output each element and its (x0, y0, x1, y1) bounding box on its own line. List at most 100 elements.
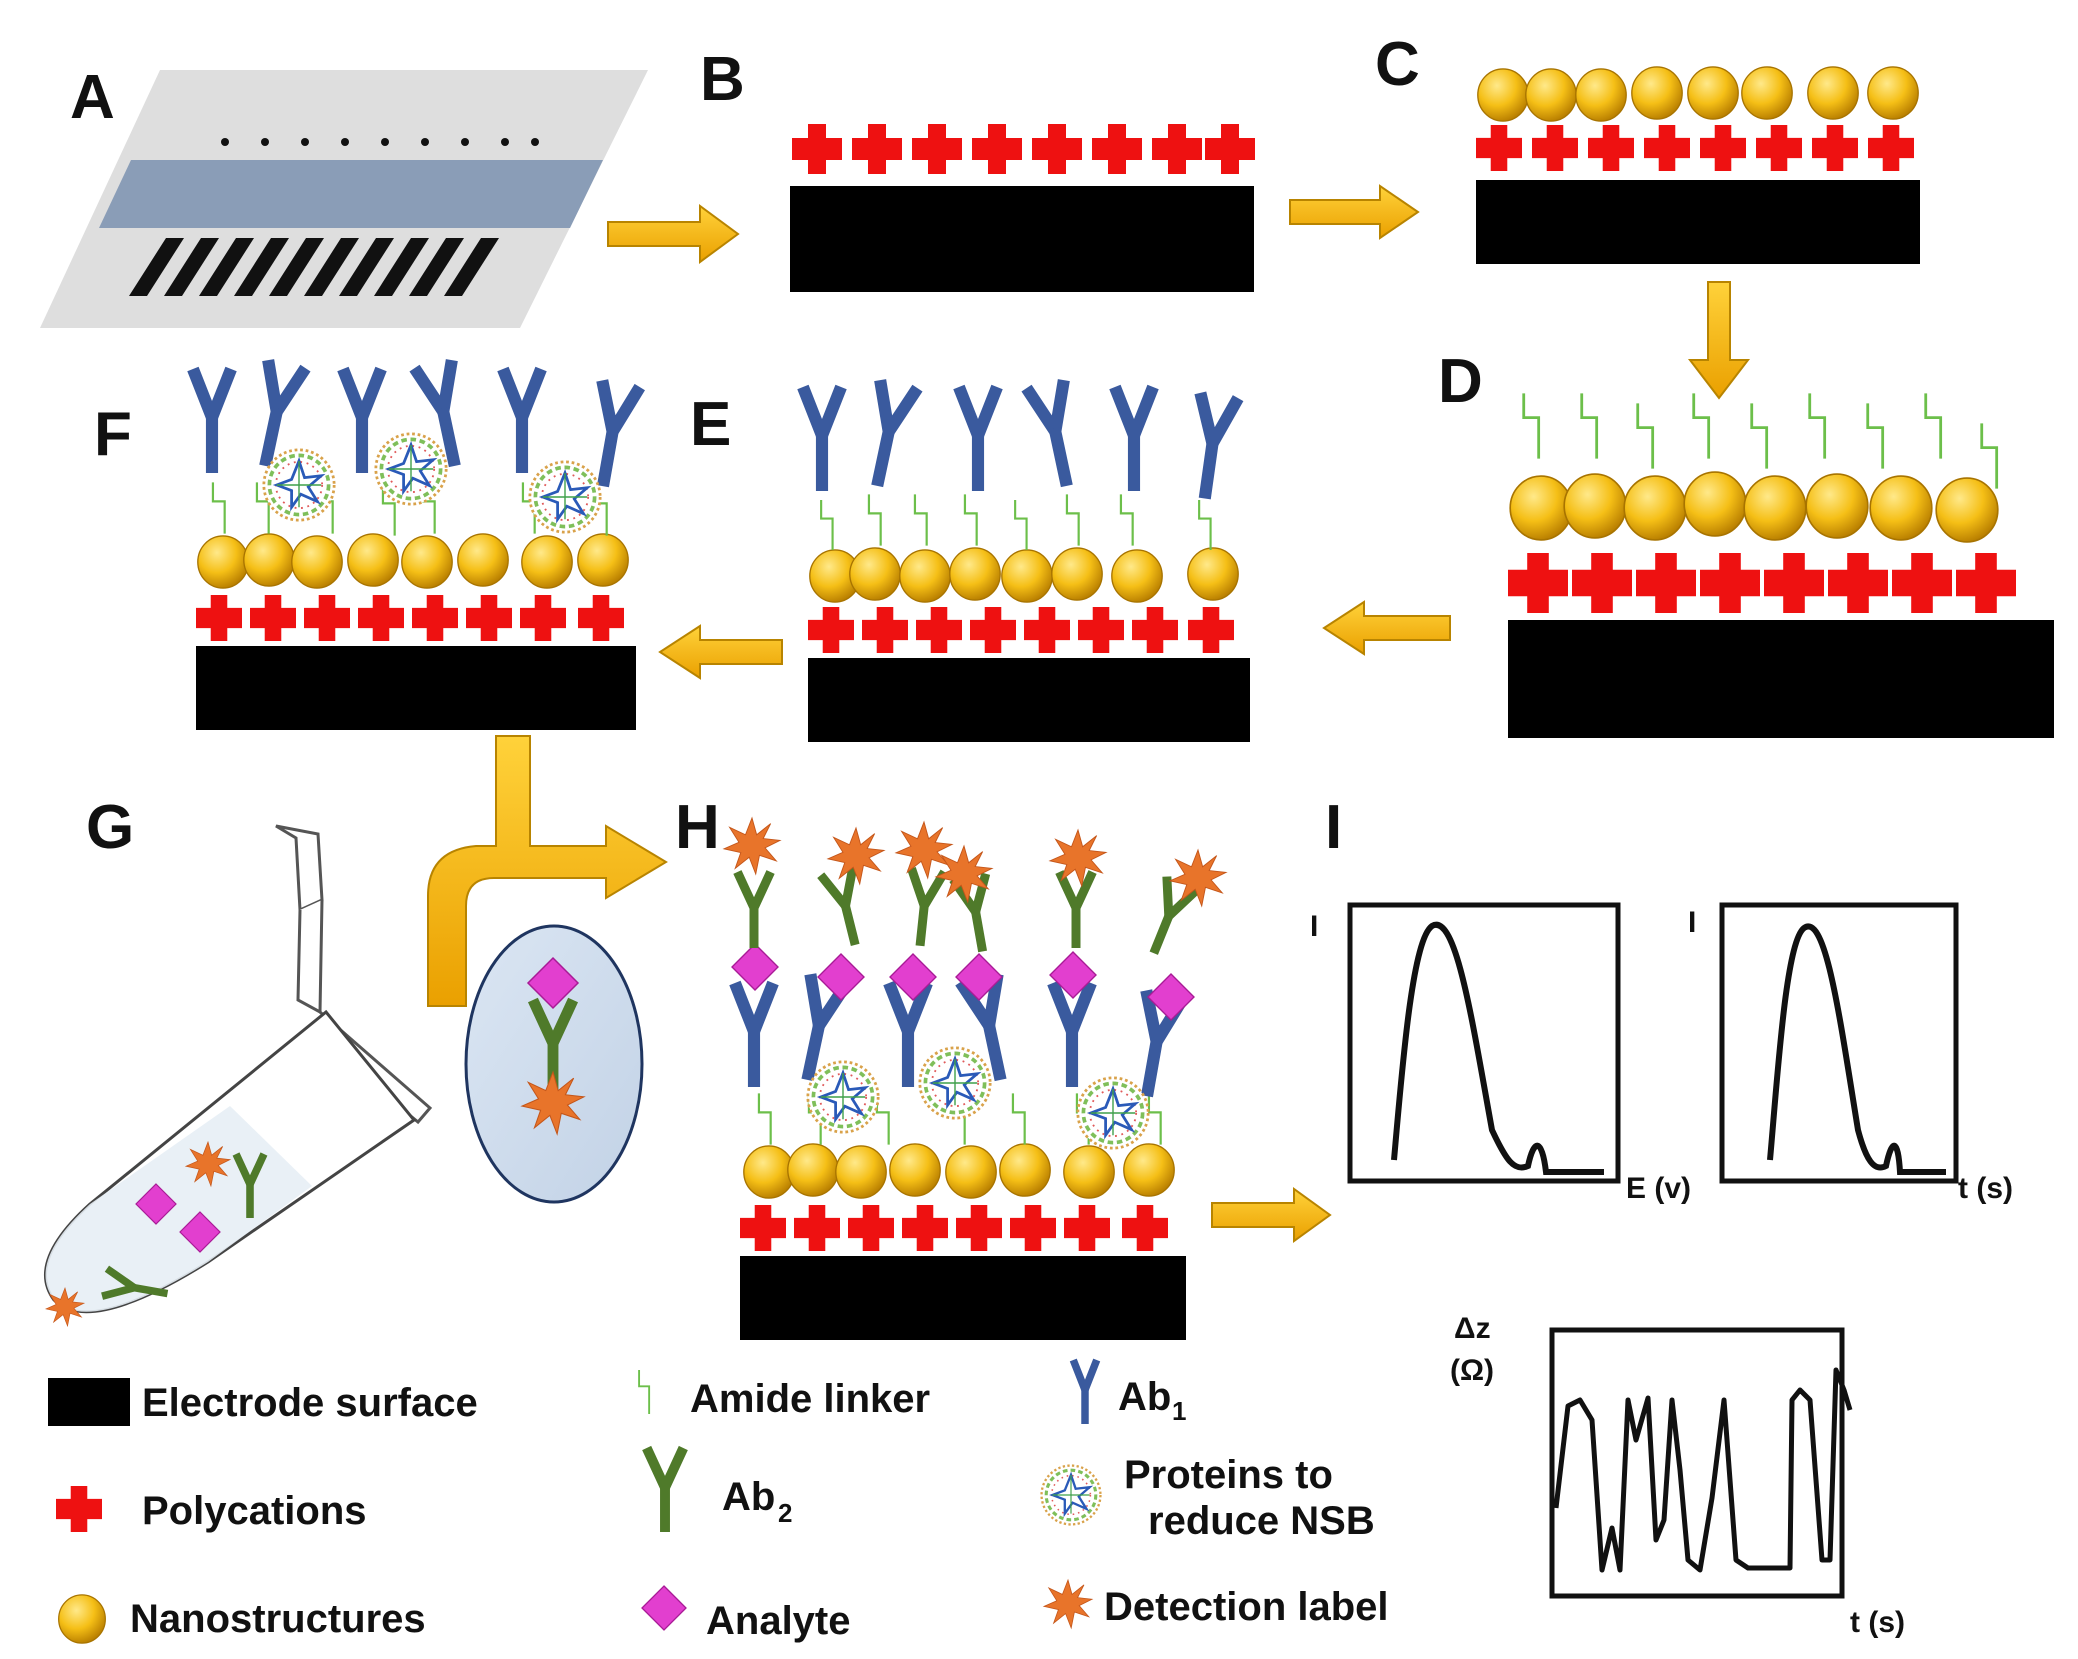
tube-liquid (45, 1106, 312, 1312)
panel-label-f: F (94, 400, 132, 469)
panel-label-e: E (690, 390, 731, 459)
panel-label-h: H (675, 793, 720, 862)
panel-d-amide-linker-layer: D (1438, 347, 2054, 738)
arrow-a-to-b (607, 204, 740, 264)
panel-c-nanostructure-layer: C (1375, 30, 1920, 264)
arrow-f-to-h (427, 735, 668, 1007)
impedance-plot: Δz (Ω) t (s) (1450, 1312, 1905, 1639)
panel-a-chip: A (40, 63, 648, 328)
legend-item-ab1: Ab 1 (1073, 1360, 1186, 1426)
legend-item-electrode: Electrode surface (48, 1378, 478, 1426)
legend-item-polycations: Polycations (56, 1486, 367, 1533)
legend-swatch-ab1 (1073, 1360, 1096, 1424)
legend-swatch-electrode (48, 1378, 130, 1426)
sandwich-complex-oval (464, 924, 644, 1204)
plot1-x-label: E (v) (1626, 1172, 1691, 1205)
plot3-y-label-line2: (Ω) (1450, 1354, 1494, 1387)
chip-electrode-array (129, 238, 499, 296)
legend-swatch-detection-label (1043, 1579, 1093, 1629)
chip-wells (221, 138, 539, 146)
nanostructure-row (809, 547, 1239, 603)
legend-label-proteins-line1: Proteins to (1124, 1453, 1333, 1497)
legend-label-ab2: Ab (722, 1475, 775, 1519)
legend-label-ab1: Ab (1118, 1375, 1171, 1419)
legend-label-detection-label: Detection label (1104, 1585, 1389, 1629)
legend-label-proteins-line2: reduce NSB (1148, 1499, 1375, 1543)
polycation-row (196, 595, 624, 641)
tube-cap (275, 824, 324, 913)
arrow-c-to-d (1687, 281, 1751, 400)
detection-label-row (723, 817, 1227, 907)
panel-e-ab1-immobilization: E (690, 380, 1250, 742)
amide-linker-row (820, 493, 1212, 552)
amperogram-plot: I t (s) (1688, 902, 2013, 1205)
impedance-trace (1553, 1367, 1853, 1573)
legend-label-nanostructures: Nanostructures (130, 1597, 426, 1641)
plot3-y-label-line1: Δz (1454, 1312, 1491, 1345)
panel-i-signal-readout: I I E (v) I t (s) Δz (Ω) t (s) (1310, 793, 2013, 1639)
nsb-protein-group (262, 432, 603, 535)
panel-b-polycation-layer: B (700, 45, 1255, 292)
arrow-e-to-f (658, 624, 783, 680)
legend-swatch-nanostructure (58, 1594, 106, 1644)
plot-frame (1719, 902, 1959, 1184)
legend-label-ab2-subscript: 2 (778, 1498, 792, 1528)
nanostructure-row (743, 1143, 1175, 1199)
chip-channel (99, 160, 603, 228)
polycation-row (740, 1205, 1168, 1251)
panel-f-nsb-blocking: F (94, 360, 640, 730)
plot-frame (1347, 902, 1621, 1184)
legend-label-analyte: Analyte (706, 1599, 851, 1643)
legend-swatch-nsb-protein (1040, 1464, 1102, 1526)
nsb-protein-group (805, 1045, 1151, 1151)
legend-label-amide-linker: Amide linker (690, 1377, 930, 1421)
electrode-surface (808, 658, 1250, 742)
panel-h-sandwich-immunoassay: H (675, 793, 1227, 1340)
legend-swatch-ab2 (647, 1448, 684, 1532)
electrode-surface (1508, 620, 2054, 738)
nanostructure-row (1509, 471, 1999, 543)
legend-label-polycations: Polycations (142, 1489, 367, 1533)
nanostructure-row (1477, 66, 1919, 122)
legend-item-detection-label: Detection label (1043, 1579, 1389, 1629)
voltammogram-trace (1391, 921, 1604, 1175)
plot-frame (1549, 1327, 1845, 1599)
electrode-surface (740, 1256, 1186, 1340)
polycation-row (792, 124, 1255, 174)
legend-item-nsb-proteins: Proteins to reduce NSB (1040, 1453, 1375, 1543)
panel-label-d: D (1438, 347, 1483, 416)
legend-swatch-analyte (641, 1585, 687, 1631)
legend-item-analyte: Analyte (641, 1585, 851, 1643)
legend-item-amide-linker: Amide linker (638, 1369, 930, 1421)
voltammogram-plot: I E (v) (1310, 902, 1691, 1205)
plot1-y-label: I (1310, 910, 1318, 943)
legend-item-nanostructures: Nanostructures (58, 1594, 426, 1644)
arrow-b-to-c (1289, 184, 1420, 240)
polycation-row (1508, 553, 2016, 613)
electrode-surface (1476, 180, 1920, 264)
polycation-row (808, 607, 1234, 653)
legend-label-electrode: Electrode surface (142, 1381, 478, 1425)
panel-label-b: B (700, 45, 745, 114)
plot3-x-label: t (s) (1850, 1606, 1905, 1639)
arrow-h-to-i (1211, 1187, 1332, 1243)
electrode-surface (790, 186, 1254, 292)
panel-g-sample-tube: G (44, 793, 433, 1327)
panel-label-a: A (70, 63, 115, 132)
electrode-surface (196, 646, 636, 730)
legend-item-ab2: Ab 2 (647, 1448, 792, 1532)
panel-label-g: G (86, 793, 134, 862)
legend-swatch-polycation (56, 1486, 102, 1532)
arrow-d-to-e (1322, 600, 1451, 656)
plot2-y-label: I (1688, 906, 1696, 939)
panel-label-i: I (1325, 793, 1342, 862)
amperogram-trace (1767, 923, 1946, 1175)
legend-label-ab1-subscript: 1 (1172, 1396, 1186, 1426)
plot2-x-label: t (s) (1958, 1172, 2013, 1205)
nanostructure-row (197, 533, 629, 589)
panel-label-c: C (1375, 30, 1420, 99)
legend-swatch-amide-linker (638, 1369, 651, 1415)
legend: Electrode surface Polycations Nanostruct… (48, 1360, 1389, 1644)
ab1-row (803, 380, 1238, 501)
